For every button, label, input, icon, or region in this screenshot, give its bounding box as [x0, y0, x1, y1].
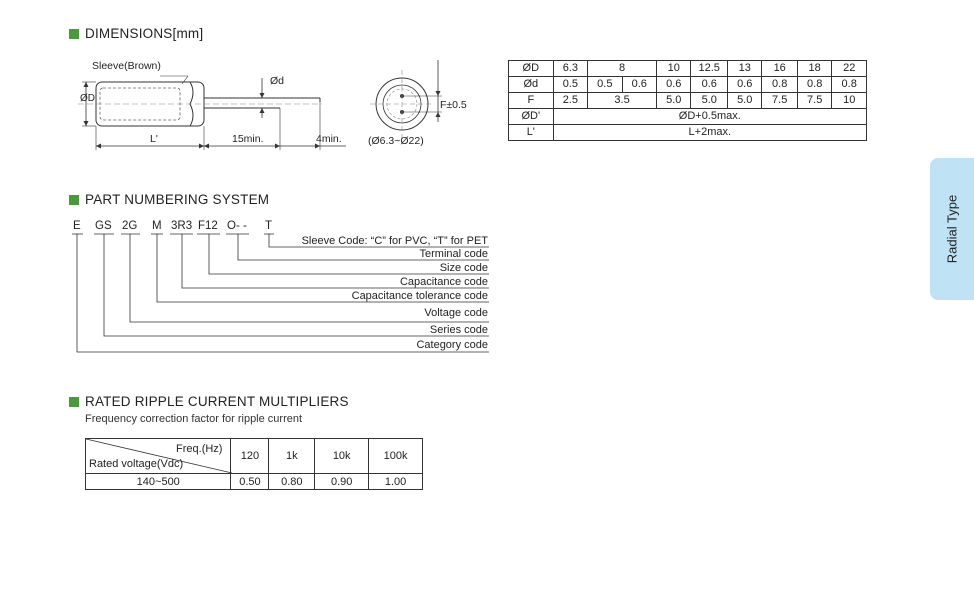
row-label: L'	[508, 124, 554, 141]
cell: 0.8	[761, 76, 798, 93]
cell: 0.6	[726, 76, 763, 93]
part-numbering-title: PART NUMBERING SYSTEM	[85, 192, 270, 207]
row-label: ØD	[508, 60, 554, 77]
cell: 16	[761, 60, 798, 77]
diagonal-header-cell: Freq.(Hz) Rated voltage(Vdc)	[84, 438, 232, 474]
cell: 0.6	[621, 76, 658, 93]
ripple-subtitle: Frequency correction factor for ripple c…	[85, 413, 303, 425]
cell: 7.5	[761, 92, 798, 109]
ripple-title: RATED RIPPLE CURRENT MULTIPLIERS	[85, 394, 349, 409]
dimensions-table: ØD 6.3 8 10 12.5 13 16 18 22 Ød 0.5 0.5 …	[508, 60, 868, 141]
cell: 8	[587, 60, 658, 77]
cell: 0.5	[552, 76, 589, 93]
lead-diameter-label: Ød	[270, 75, 284, 87]
label-capacitance-code: Capacitance code	[399, 276, 488, 288]
end-view-drawing: F±0.5 (Ø6.3~Ø22)	[368, 60, 467, 147]
lead-15min-label: 15min.	[232, 133, 264, 145]
diagonal-line	[86, 439, 232, 473]
freq-cell: 120	[230, 438, 270, 474]
cell: 0.8	[796, 76, 833, 93]
label-sleeve-code: Sleeve Code: “C” for PVC, “T” for PET	[301, 235, 488, 247]
radial-type-tab[interactable]: Radial Type	[930, 158, 974, 300]
cell: 13	[726, 60, 763, 77]
table-row: 140~500 0.50 0.80 0.90 1.00	[84, 473, 423, 490]
part-numbering-leader-lines	[72, 233, 489, 353]
code-size: F12	[198, 220, 218, 232]
section-bullet-icon	[69, 396, 79, 407]
cell: 3.5	[587, 92, 658, 109]
lead-spacing-label: F±0.5	[440, 99, 467, 111]
part-numbering-heading: PART NUMBERING SYSTEM	[69, 192, 269, 207]
row-label: ØD'	[508, 108, 554, 125]
freq-cell: 10k	[314, 438, 370, 474]
row-label: Ød	[508, 76, 554, 93]
label-tolerance-code: Capacitance tolerance code	[351, 290, 488, 302]
code-series: GS	[95, 220, 112, 232]
table-row: F 2.5 3.5 5.0 5.0 5.0 7.5 7.5 10	[508, 92, 867, 109]
label-size-code: Size code	[439, 262, 488, 274]
cell: 0.6	[656, 76, 692, 93]
code-category: E	[73, 220, 81, 232]
code-voltage: 2G	[122, 220, 138, 232]
dimensions-heading: DIMENSIONS[mm]	[69, 26, 203, 41]
table-row: ØD 6.3 8 10 12.5 13 16 18 22	[508, 60, 867, 77]
value-cell: 1.00	[368, 473, 423, 490]
table-row: Ød 0.5 0.5 0.6 0.6 0.6 0.6 0.8 0.8 0.8	[508, 76, 867, 93]
label-voltage-code: Voltage code	[424, 307, 488, 319]
value-cell: 0.80	[268, 473, 316, 490]
freq-cell: 1k	[268, 438, 316, 474]
table-row: Freq.(Hz) Rated voltage(Vdc) 120 1k 10k …	[84, 438, 423, 474]
cell: 18	[796, 60, 833, 77]
code-capacitance: 3R3	[171, 220, 193, 232]
od-prime-label: ØD'	[80, 93, 97, 104]
row-label: 140~500	[84, 473, 232, 490]
cell: 10	[831, 92, 867, 109]
label-series-code: Series code	[429, 324, 488, 336]
lead-4min-label: 4min.	[316, 133, 342, 145]
cell: ØD+0.5max.	[552, 108, 868, 125]
freq-cell: 100k	[368, 438, 423, 474]
cell: 0.5	[587, 76, 623, 93]
label-category-code: Category code	[416, 339, 488, 351]
dimensions-title: DIMENSIONS[mm]	[85, 26, 204, 41]
cell: L+2max.	[552, 124, 868, 141]
section-bullet-icon	[69, 28, 79, 39]
cell: 22	[831, 60, 867, 77]
cell: 7.5	[796, 92, 833, 109]
table-row: L' L+2max.	[508, 124, 868, 141]
section-bullet-icon	[69, 194, 79, 205]
cell: 5.0	[656, 92, 692, 109]
code-tolerance: M	[152, 220, 162, 232]
sleeve-label: Sleeve(Brown)	[92, 60, 161, 72]
value-cell: 0.50	[230, 473, 270, 490]
cell: 12.5	[690, 60, 728, 77]
voltage-header: Rated voltage(Vdc)	[89, 458, 184, 470]
cell: 5.0	[726, 92, 763, 109]
ripple-multiplier-table: Freq.(Hz) Rated voltage(Vdc) 120 1k 10k …	[84, 438, 423, 490]
value-cell: 0.90	[314, 473, 370, 490]
cell: 6.3	[552, 60, 589, 77]
label-terminal-code: Terminal code	[419, 248, 488, 260]
cell: 0.6	[690, 76, 728, 93]
code-sleeve: T	[265, 220, 273, 232]
code-terminal: O- -	[227, 220, 247, 232]
cell: 5.0	[690, 92, 728, 109]
capacitor-dimension-drawing: Sleeve(Brown) ØD' Ød L' 15min. 4min.	[78, 60, 346, 150]
tab-label: Radial Type	[944, 194, 960, 264]
cell: 2.5	[552, 92, 589, 109]
cell: 0.8	[831, 76, 867, 93]
cell: 10	[656, 60, 692, 77]
row-label: F	[508, 92, 554, 109]
table-row: ØD' ØD+0.5max.	[508, 108, 868, 125]
diameter-range-label: (Ø6.3~Ø22)	[368, 135, 424, 147]
ripple-heading: RATED RIPPLE CURRENT MULTIPLIERS	[69, 394, 349, 409]
length-label: L'	[150, 133, 158, 145]
freq-header: Freq.(Hz)	[176, 443, 223, 455]
